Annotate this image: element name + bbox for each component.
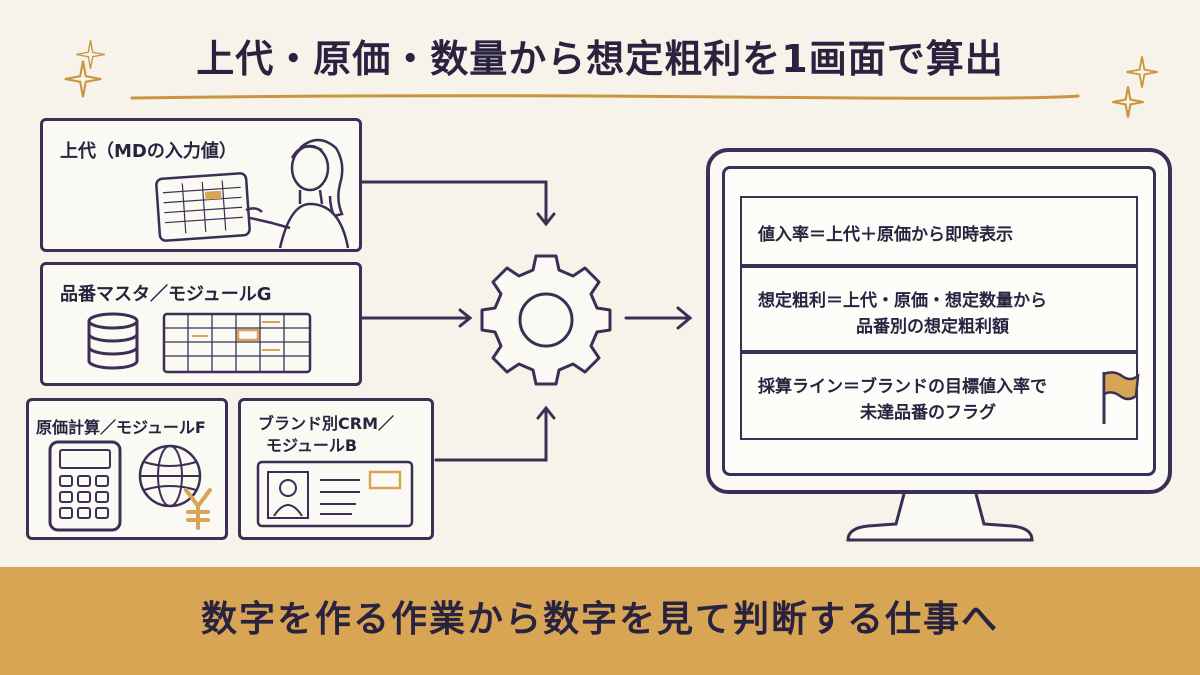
- sparkle-icon: [1112, 56, 1158, 118]
- person-tablet-icon: [155, 138, 350, 249]
- yen-icon: [184, 488, 212, 530]
- metric-panel-saisan: [740, 352, 1138, 440]
- banner-text: 数字を作る作業から数字を見て判断する仕事へ: [200, 599, 999, 640]
- title-underline: [130, 94, 1080, 100]
- connector-arrows: [360, 180, 693, 462]
- source-label-genka: 原価計算／モジュールF: [36, 418, 206, 437]
- page-title: 上代・原価・数量から想定粗利を1画面で算出: [196, 37, 1004, 81]
- calculator-icon: [48, 440, 212, 532]
- metric-text-saisan-2: 未達品番のフラグ: [860, 403, 996, 423]
- metric-panel-arari: [740, 266, 1138, 352]
- database-icon: [87, 312, 139, 370]
- id-card-icon: [256, 460, 414, 528]
- source-label-hinban: 品番マスタ／モジュールG: [60, 284, 272, 305]
- metric-text-saisan-1: 採算ライン＝ブランドの目標値入率で: [758, 377, 1047, 397]
- source-label-jodai: 上代（MDの入力値）: [60, 141, 237, 162]
- metric-text-neiri: 値入率＝上代＋原価から即時表示: [758, 225, 1013, 245]
- metric-text-arari-2: 品番別の想定粗利額: [856, 317, 1009, 337]
- spreadsheet-icon: [162, 312, 312, 374]
- flag-icon: [1102, 371, 1140, 424]
- metric-text-arari-1: 想定粗利＝上代・原価・想定数量から: [758, 291, 1047, 311]
- monitor-stand: [846, 493, 1034, 542]
- bottom-banner: [0, 567, 1200, 675]
- sparkle-icon: [64, 40, 105, 98]
- source-label-crm-line1: ブランド別CRM／: [258, 414, 394, 433]
- gear-icon: [480, 254, 612, 386]
- source-label-crm-line2: モジュールB: [266, 436, 358, 455]
- metric-panel-neiri: [740, 196, 1138, 266]
